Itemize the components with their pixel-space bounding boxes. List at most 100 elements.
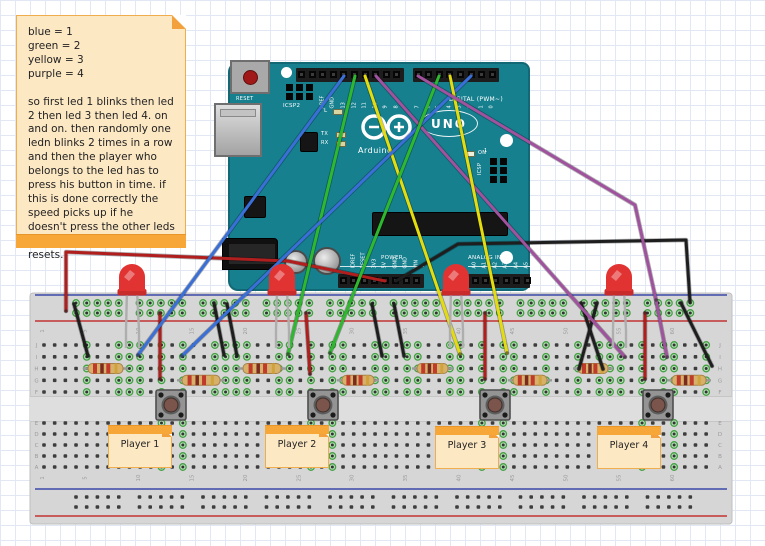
wire-gnd-power[interactable] [393,237,693,305]
header-pin[interactable] [350,277,357,284]
wire-btn3-signal[interactable] [447,73,510,356]
header-pin[interactable] [393,71,401,78]
header-pin[interactable] [488,71,496,78]
pushbutton-2[interactable] [307,389,339,421]
wire-led1-signal[interactable] [135,73,347,358]
wire-led4-signal[interactable] [373,73,628,360]
svg-text:I: I [719,355,721,361]
header-pin[interactable] [523,277,531,284]
resistor-2b[interactable] [337,374,379,386]
icsp2-pin [286,93,293,100]
icsp-pin [490,176,497,183]
wire-gnd-jumper-2a[interactable] [211,300,227,358]
svg-text:J: J [35,343,38,349]
header-pin[interactable] [471,277,479,284]
header-pin[interactable] [382,71,390,78]
led-1[interactable] [117,264,147,348]
sticky-note[interactable]: blue = 1 green = 2 yellow = 3 purple = 4… [16,15,186,261]
l-led [333,109,343,115]
wire-pwr-jumper-3[interactable] [482,310,488,382]
pushbutton-3[interactable] [479,389,511,421]
wire-gnd-jumper-5[interactable] [678,300,715,369]
header-pin[interactable] [371,277,378,284]
wire-gnd-jumper-4b[interactable] [576,300,600,372]
resistor-1a[interactable] [83,363,128,374]
tx-label: TX [321,131,329,137]
header-pin[interactable] [298,71,305,78]
header-pin[interactable] [435,71,443,78]
header-pin[interactable] [492,277,500,284]
wire-btn1-signal[interactable] [179,73,474,359]
svg-text:F: F [35,390,38,396]
wire-gnd-jumper-1[interactable] [71,301,91,359]
svg-text:G: G [718,378,722,384]
svg-text:50: 50 [563,327,569,334]
note-title-bar [435,426,499,435]
resistor-1b[interactable] [177,374,225,386]
reset-button[interactable] [230,60,270,94]
wire-5v-power[interactable] [63,249,388,314]
led-2[interactable] [267,264,297,348]
wire-led3-signal[interactable] [362,73,463,357]
svg-text:A: A [718,465,722,471]
wire-gnd-jumper-4a[interactable] [578,300,606,372]
wire-gnd-jumper-3b[interactable] [391,301,407,359]
header-pin[interactable] [340,71,348,78]
note-rule-purple: purple = 4 [28,67,84,80]
svg-text:C: C [718,443,722,449]
header-pin[interactable] [502,277,510,284]
led-3[interactable] [441,264,471,348]
header-pin[interactable] [425,71,433,78]
player-note-4[interactable]: Player 4 [597,426,661,469]
pushbutton-4[interactable] [642,389,674,421]
header-pin[interactable] [319,71,327,78]
header-pin[interactable] [467,71,475,78]
header-pin[interactable] [402,277,410,284]
header-pin[interactable] [513,277,521,284]
player-note-3[interactable]: Player 3 [435,426,499,469]
wire-btn4-signal[interactable] [415,73,670,360]
icsp-pin1-label: 1 [484,148,488,154]
wire-led2-signal[interactable] [285,73,358,357]
svg-text:B: B [718,454,722,460]
header-pin[interactable] [360,277,368,284]
pushbutton-1[interactable] [155,389,187,421]
reset-button-cap[interactable] [243,70,258,85]
header-pin[interactable] [446,71,454,78]
wire-pwr-jumper-4[interactable] [642,310,648,382]
svg-text:1: 1 [40,329,46,333]
resistor-4b[interactable] [667,374,711,386]
header-pin[interactable] [339,277,347,284]
header-pin[interactable] [372,71,380,78]
resistor-3b[interactable] [508,374,552,386]
small-chip [300,132,318,152]
svg-text:20: 20 [243,327,249,334]
header-pin[interactable] [456,71,464,78]
player-note-2[interactable]: Player 2 [265,425,329,468]
resistor-2a[interactable] [238,363,286,374]
arduino-brand-text: Arduino [358,146,393,155]
note-color-rules: blue = 1 green = 2 yellow = 3 purple = 4 [28,26,175,82]
player-note-1[interactable]: Player 1 [108,425,172,468]
svg-text:5: 5 [83,329,89,333]
header-pin[interactable] [413,277,420,284]
svg-text:20: 20 [243,474,249,481]
header-pin[interactable] [351,71,358,78]
resistor-3a[interactable] [412,363,453,374]
header-pin[interactable] [478,71,486,78]
analog-divider-line [468,266,530,267]
wire-pwr-jumper-2[interactable] [303,310,313,377]
wire-btn2-signal[interactable] [327,73,442,356]
header-pin[interactable] [308,71,316,78]
player-3-label: Player 3 [447,440,487,451]
led-4[interactable] [604,264,634,348]
header-pin[interactable] [361,71,369,78]
header-pin[interactable] [329,71,337,78]
wire-gnd-jumper-3a[interactable] [369,301,385,359]
header-pin[interactable] [481,277,489,284]
led-l-label: L [324,108,328,114]
svg-text:45: 45 [510,474,516,481]
icsp2-pin [306,84,313,91]
